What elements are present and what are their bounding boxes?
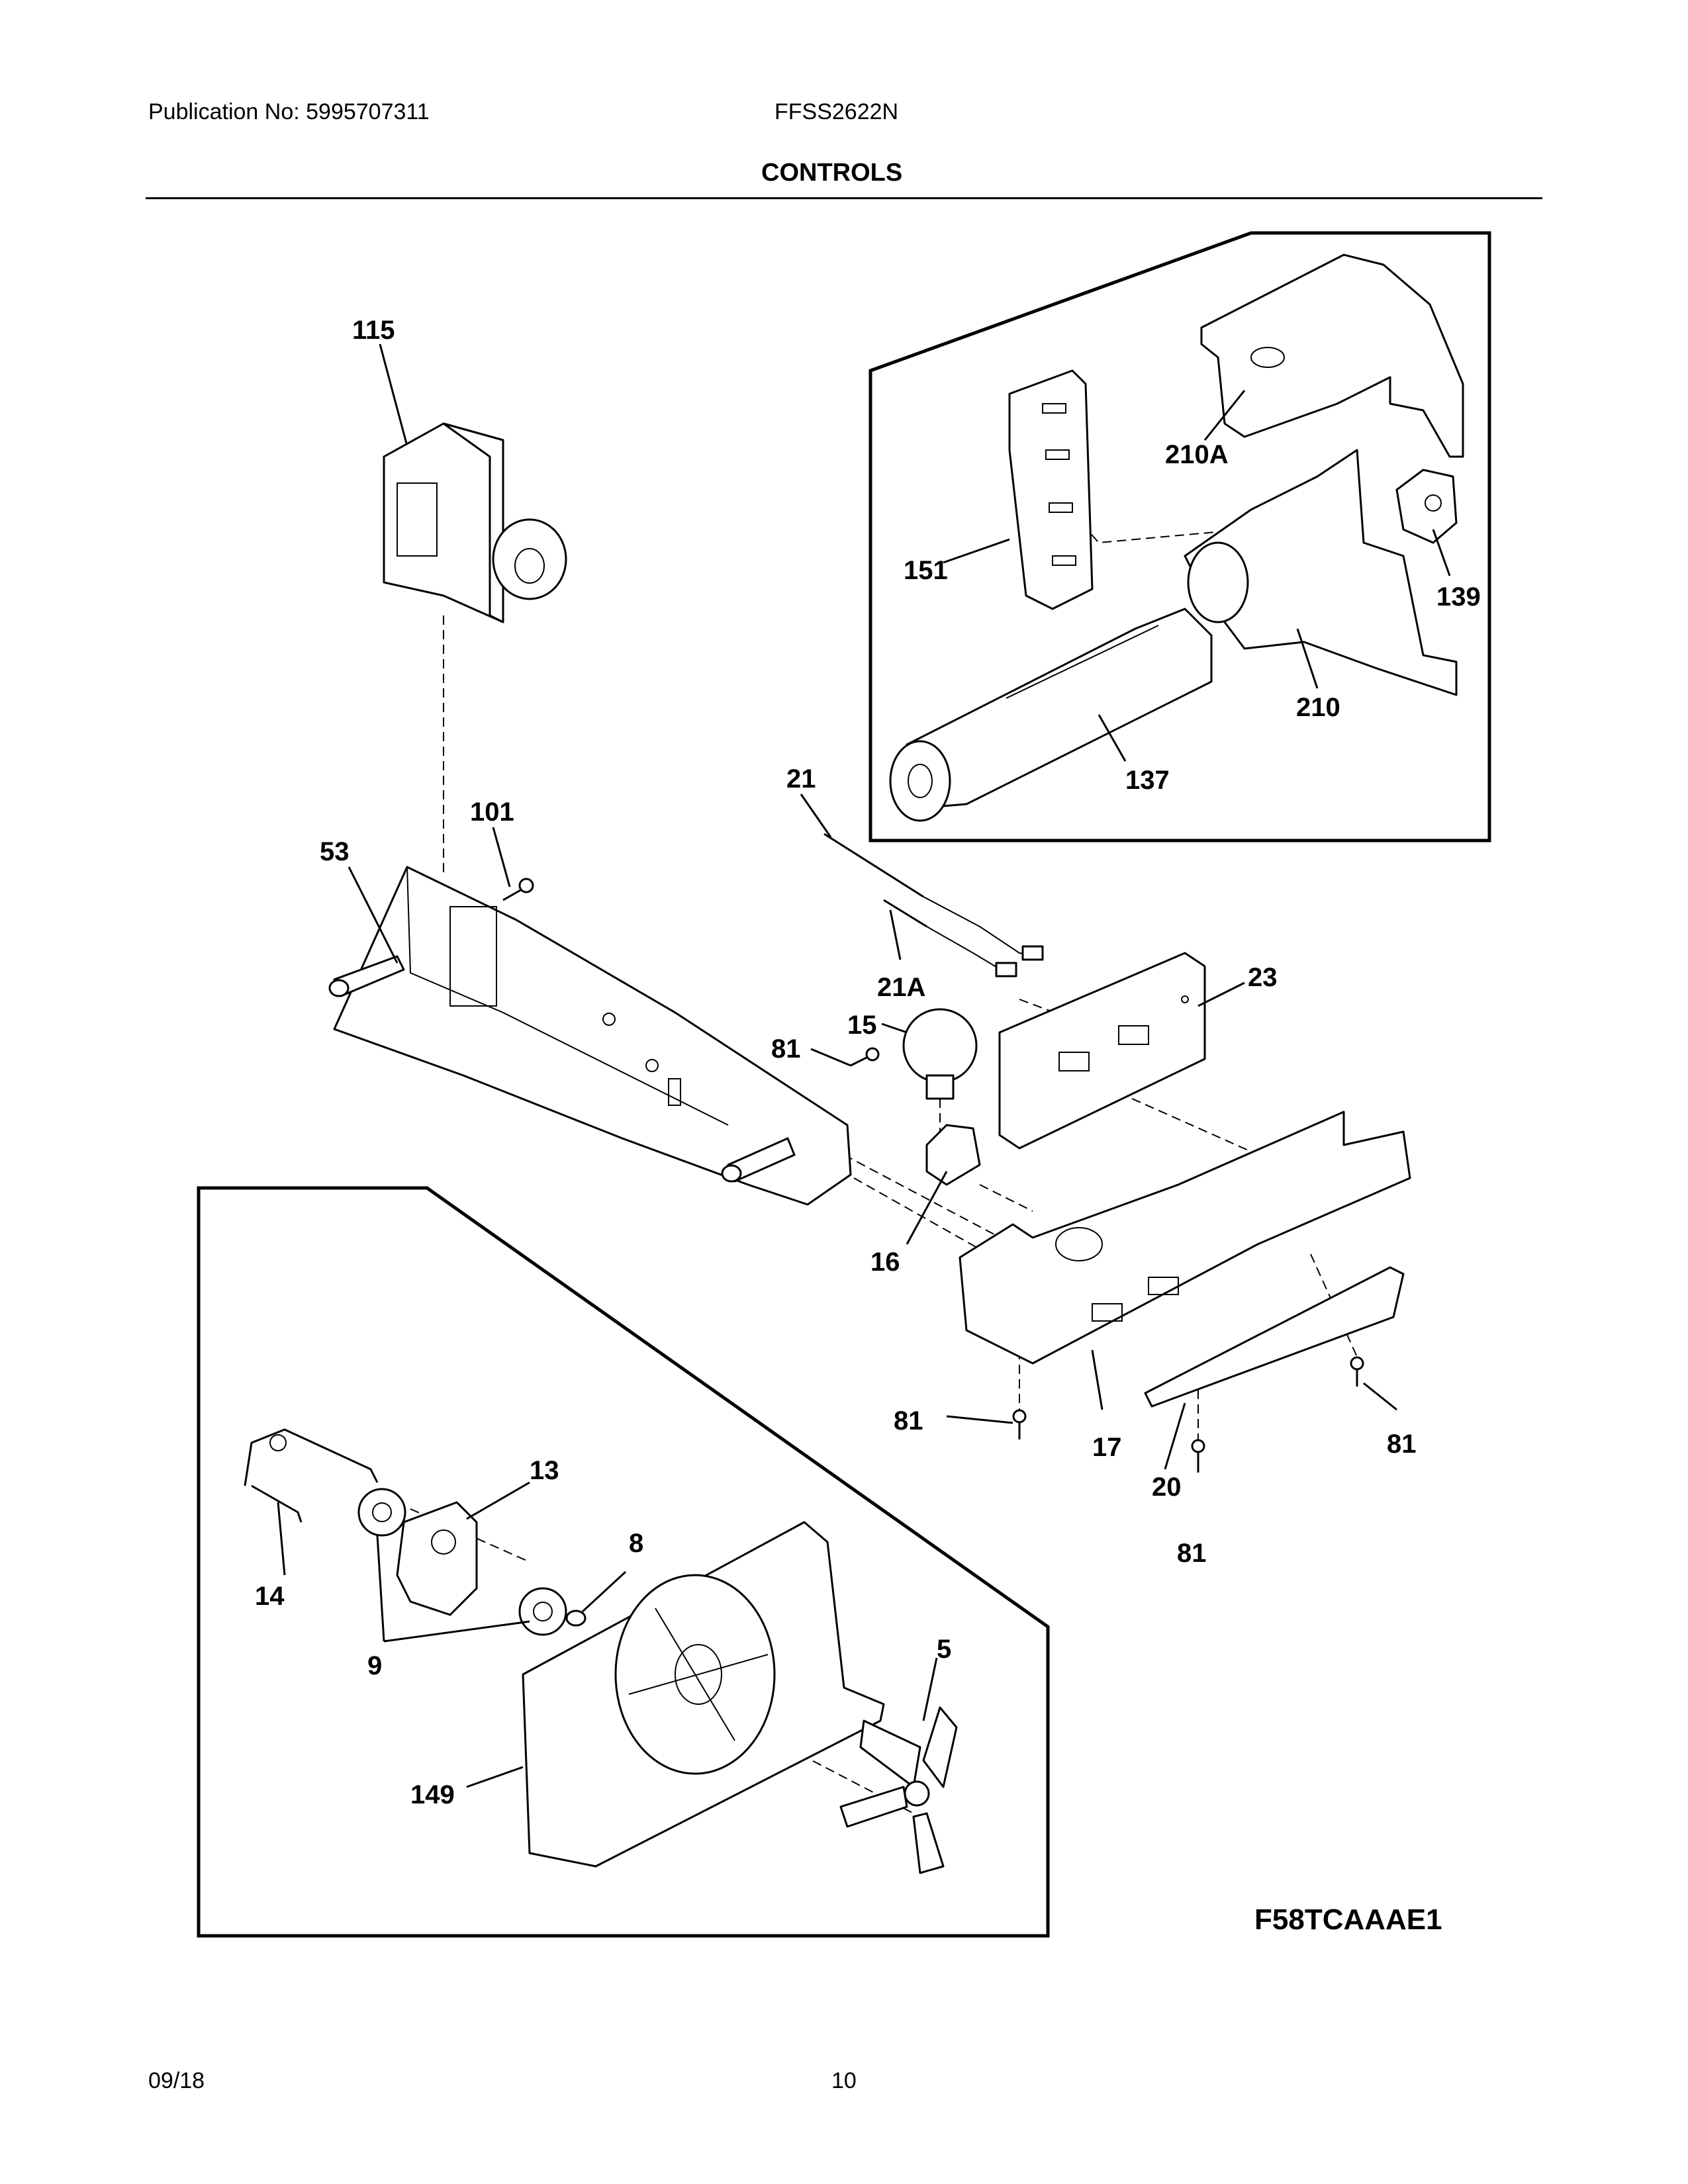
part-53-housing <box>328 866 852 1206</box>
part-17-control-panel <box>959 1111 1411 1365</box>
part-101-screw <box>502 878 534 901</box>
part-21-thermistor <box>823 833 1044 961</box>
footer-page-number: 10 <box>831 2068 857 2093</box>
label-81-b: 81 <box>894 1406 923 1435</box>
part-115-control-box <box>383 422 567 623</box>
label-151: 151 <box>904 556 948 585</box>
label-81-d: 81 <box>1177 1539 1207 1568</box>
part-210A-cover <box>1200 253 1464 458</box>
label-81-c: 81 <box>1387 1430 1417 1459</box>
label-210A: 210A <box>1165 440 1229 469</box>
part-151-bracket <box>1008 369 1094 610</box>
label-210: 210 <box>1296 693 1340 722</box>
publication-number: Publication No: 5995707311 <box>148 99 430 124</box>
label-81-a: 81 <box>771 1034 801 1064</box>
label-15: 15 <box>847 1011 877 1040</box>
part-137-filter <box>889 608 1213 822</box>
label-17: 17 <box>1092 1433 1122 1462</box>
label-115: 115 <box>352 316 395 345</box>
label-13: 13 <box>530 1456 559 1485</box>
part-23-control-board <box>998 952 1206 1150</box>
part-21A-thermistor <box>883 899 1017 978</box>
part-149-fan-shroud <box>522 1521 885 1868</box>
label-14: 14 <box>255 1582 285 1611</box>
footer-date: 09/18 <box>148 2068 205 2093</box>
label-20: 20 <box>1152 1473 1182 1502</box>
part-13-fan-motor <box>396 1501 478 1616</box>
part-5-fan-blade <box>839 1706 958 1874</box>
header-rule <box>146 197 1542 199</box>
label-23: 23 <box>1248 963 1278 992</box>
part-139-valve <box>1395 469 1458 544</box>
section-title: CONTROLS <box>761 159 903 187</box>
diagram-code: F58TCAAAE1 <box>1254 1903 1442 1936</box>
label-53: 53 <box>320 837 350 866</box>
inset-frame-bottom <box>197 1186 1050 1938</box>
label-9: 9 <box>367 1651 382 1680</box>
part-81-screw-d <box>1191 1439 1205 1473</box>
model-number: FFSS2622N <box>774 99 899 124</box>
inset-frame-top <box>868 231 1491 842</box>
leader-lines <box>277 343 1451 1788</box>
label-21A: 21A <box>877 973 925 1002</box>
part-9-grommet <box>357 1488 567 1636</box>
label-149: 149 <box>410 1780 455 1809</box>
part-16-socket <box>925 1124 981 1186</box>
label-101: 101 <box>470 797 514 827</box>
part-81-screw-a <box>850 1047 880 1067</box>
part-20-trim <box>1144 1266 1405 1408</box>
label-5: 5 <box>937 1635 951 1664</box>
label-8: 8 <box>629 1529 643 1558</box>
part-210-filter-head <box>1184 449 1458 696</box>
label-16: 16 <box>870 1248 900 1277</box>
part-81-screw-b <box>1012 1409 1027 1439</box>
part-14-bracket <box>244 1428 379 1523</box>
part-15-light-bulb <box>902 1008 978 1100</box>
part-81-screw-c <box>1350 1356 1364 1387</box>
label-139: 139 <box>1436 582 1481 612</box>
part-8-washer <box>565 1610 586 1627</box>
label-137: 137 <box>1125 766 1170 795</box>
label-21: 21 <box>786 764 816 794</box>
